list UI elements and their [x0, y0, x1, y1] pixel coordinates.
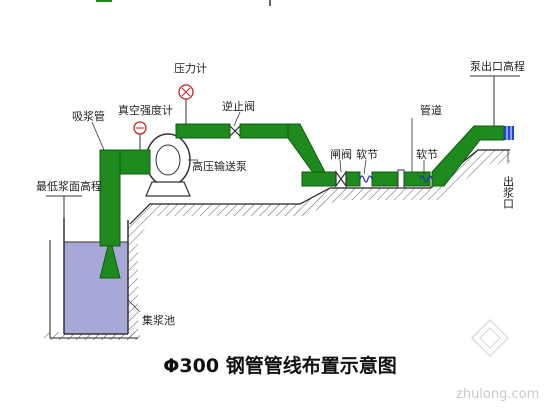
gate-valve-label: 闸阀 [330, 147, 352, 161]
vacuum-gauge-label: 真空强度计 [118, 103, 173, 117]
flexible-joint-2 [419, 175, 433, 183]
suction-pipe [99, 149, 151, 279]
pump-outlet-elevation-mark [470, 75, 520, 126]
vacuum-gauge-icon [133, 121, 147, 150]
check-valve-label: 逆止阀 [222, 99, 255, 113]
outlet-nozzle [504, 126, 514, 140]
gate-valve [335, 170, 347, 188]
leader-lines [91, 111, 509, 313]
check-valve [229, 125, 241, 137]
min-slurry-level-label: 最低浆面高程 [36, 179, 102, 193]
pressure-gauge-label: 压力计 [174, 62, 207, 75]
flexible-joint-1-label: 软节 [356, 147, 378, 161]
pipeline-label: 管道 [420, 103, 442, 117]
pump-outlet-elevation-label: 泵出口高程 [470, 59, 525, 73]
slurry-tank-label: 集浆池 [142, 313, 175, 327]
outlet-label: 出浆口 [502, 175, 515, 209]
slurry-tank [63, 218, 129, 335]
ground [44, 149, 510, 340]
pressure-gauge-icon [178, 84, 194, 124]
min-slurry-level-mark [46, 195, 82, 218]
flexible-joint-2-label: 软节 [416, 147, 438, 161]
watermark-text: zhulong.com [456, 387, 539, 402]
suction-pipe-label: 吸浆管 [72, 109, 105, 123]
discharge-pipeline [175, 123, 505, 187]
watermark-logo [470, 318, 510, 358]
flexible-joint-1 [359, 175, 373, 183]
diagram-title: Φ300 钢管管线布置示意图 [163, 354, 396, 377]
high-pressure-pump [145, 133, 191, 197]
high-pressure-pump-label: 高压输送泵 [192, 159, 247, 173]
pipe-coupling [397, 169, 405, 189]
